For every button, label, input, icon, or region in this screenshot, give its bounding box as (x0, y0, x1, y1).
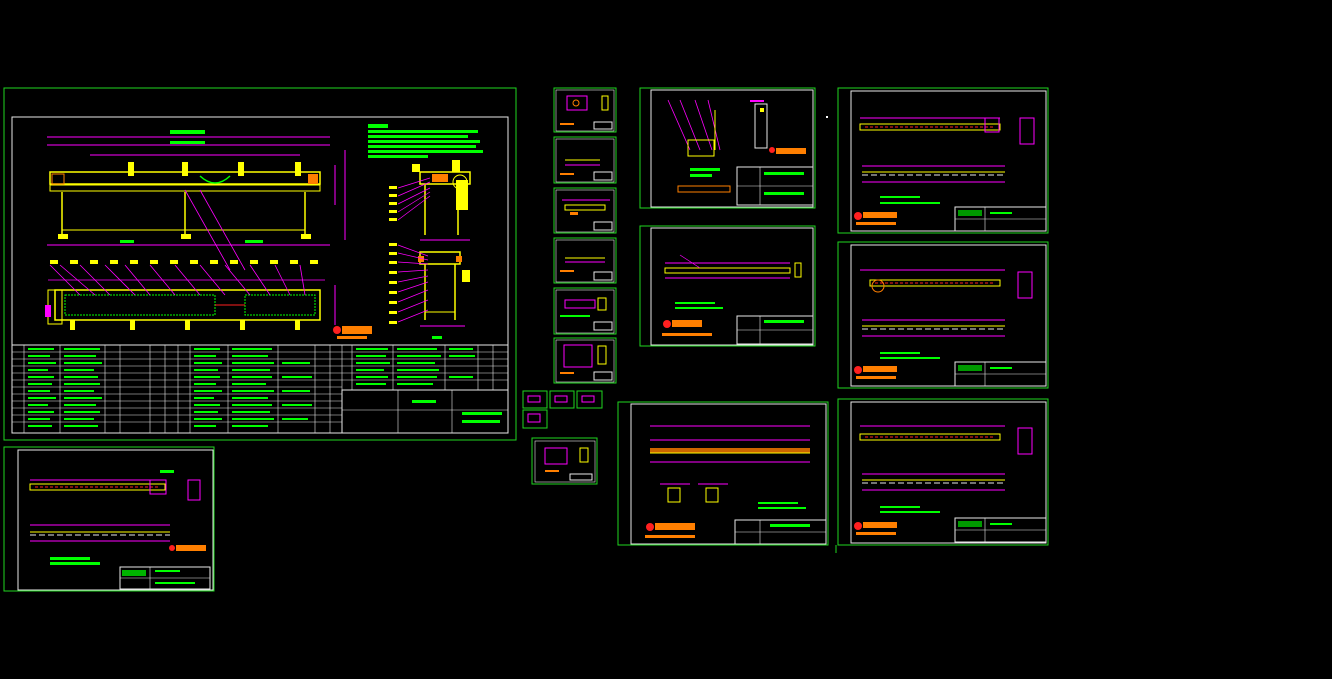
middle-center-sheet[interactable] (639, 225, 816, 347)
side-section-view (389, 160, 471, 241)
parts-list-table (11, 344, 509, 434)
right-bottom-sheet[interactable] (837, 398, 1049, 546)
middle-top-sheet[interactable] (639, 87, 816, 209)
technical-notes (368, 124, 483, 158)
right-top-sheet[interactable] (837, 87, 1049, 234)
middle-bottom-sheet[interactable] (617, 401, 829, 546)
stray-point (826, 116, 828, 118)
plan-view (45, 260, 336, 330)
right-middle-sheet[interactable] (837, 241, 1049, 389)
company-logo (333, 326, 372, 339)
end-section-view (389, 243, 470, 339)
elevation-view (47, 130, 346, 271)
detail-sheets-column[interactable] (553, 87, 617, 384)
main-assembly-sheet[interactable] (3, 87, 517, 441)
bottom-left-sheet[interactable] (3, 446, 215, 592)
tiny-detail-sheets[interactable] (522, 390, 603, 485)
